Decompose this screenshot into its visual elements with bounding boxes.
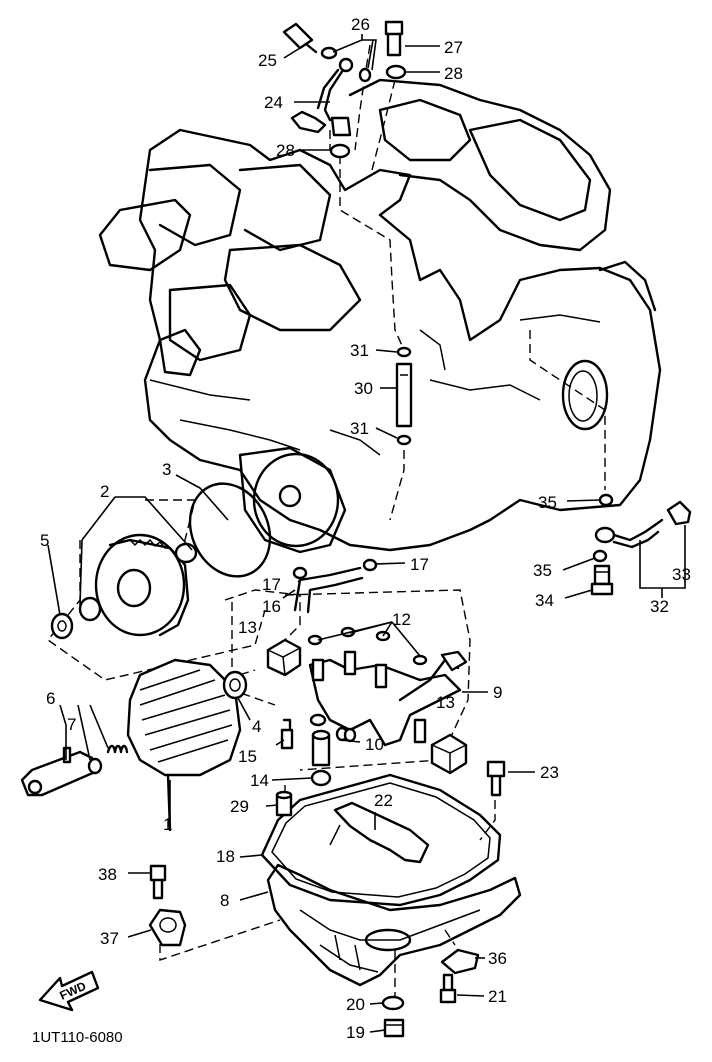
callout-23: 23 <box>540 763 559 782</box>
callout-9: 9 <box>493 683 502 702</box>
callout-28b: 28 <box>276 141 295 160</box>
part-12-o-rings <box>307 626 428 666</box>
engine-block <box>98 78 662 554</box>
callout-7: 7 <box>67 715 76 734</box>
callout-labels: 1 2 3 4 5 6 7 8 9 10 12 13 13 14 15 16 1… <box>40 15 691 1042</box>
part-30-pipe <box>395 362 413 428</box>
part-2-oil-filter <box>78 533 198 637</box>
part-18-gasket <box>260 773 502 907</box>
callout-36: 36 <box>488 949 507 968</box>
callout-27: 27 <box>444 38 463 57</box>
callout-28a: 28 <box>444 64 463 83</box>
part-23-bolt <box>486 760 506 797</box>
callout-2: 2 <box>100 482 109 501</box>
part-24-oil-pipe <box>290 57 354 137</box>
callout-22: 22 <box>374 791 393 810</box>
part-15-plug <box>280 718 294 750</box>
callout-12: 12 <box>392 610 411 629</box>
part-16-hose <box>293 566 364 614</box>
callout-38: 38 <box>98 865 117 884</box>
callout-6: 6 <box>46 689 55 708</box>
callout-33: 33 <box>672 565 691 584</box>
diagram-code: 1UT110-6080 <box>32 1029 123 1046</box>
callout-3: 3 <box>162 460 171 479</box>
part-28-washers <box>329 64 407 159</box>
part-25-bolt <box>282 22 318 54</box>
callout-34: 34 <box>535 591 554 610</box>
callout-18: 18 <box>216 847 235 866</box>
part-9-strainer <box>308 650 468 747</box>
callout-31b: 31 <box>350 419 369 438</box>
part-7-spring-and-ring <box>87 744 129 775</box>
part-22-baffle-plate <box>329 801 430 864</box>
part-27-union-bolt <box>384 20 404 57</box>
callout-35b: 35 <box>533 561 552 580</box>
callout-24: 24 <box>264 93 283 112</box>
forward-direction-arrow: FWD <box>38 970 100 1012</box>
callout-37: 37 <box>100 929 119 948</box>
callout-13b: 13 <box>436 693 455 712</box>
callout-25: 25 <box>258 51 277 70</box>
part-29-dowel <box>275 790 293 817</box>
part-31-o-rings <box>396 346 412 446</box>
part-17-o-rings <box>292 558 378 580</box>
callout-31a: 31 <box>350 341 369 360</box>
part-37-bracket <box>148 908 187 947</box>
callout-29: 29 <box>230 797 249 816</box>
part-36-plate <box>440 948 480 975</box>
callout-14: 14 <box>250 771 269 790</box>
part-26-o-rings <box>320 46 372 83</box>
callout-32: 32 <box>650 597 669 616</box>
callout-30: 30 <box>354 379 373 398</box>
callout-17a: 17 <box>262 575 281 594</box>
part-14-pipe <box>310 729 332 787</box>
callout-26: 26 <box>351 15 370 34</box>
part-3-o-ring <box>188 482 272 578</box>
part-6-relief-valve <box>20 746 97 797</box>
part-32-pipe <box>594 518 664 549</box>
part-33-cap <box>666 500 692 526</box>
callout-8: 8 <box>220 891 229 910</box>
callout-21: 21 <box>488 987 507 1006</box>
part-38-bolt <box>149 864 167 900</box>
leader-lines <box>47 34 686 1033</box>
callout-20: 20 <box>346 995 365 1014</box>
part-21-bolt <box>439 973 457 1004</box>
part-13-blocks <box>266 638 468 775</box>
callout-35a: 35 <box>538 493 557 512</box>
part-19-drain-bolt <box>383 1018 405 1038</box>
callout-15: 15 <box>238 747 257 766</box>
dashed-assembly-lines <box>46 44 606 1010</box>
callout-16: 16 <box>262 597 281 616</box>
callout-17b: 17 <box>410 555 429 574</box>
callout-13a: 13 <box>238 618 257 637</box>
part-20-washer <box>381 995 405 1011</box>
callout-10: 10 <box>365 735 384 754</box>
part-5-washer <box>50 612 74 640</box>
callout-4: 4 <box>252 717 261 736</box>
callout-1: 1 <box>163 815 172 834</box>
part-1-filter-cover <box>126 658 242 832</box>
callout-19: 19 <box>346 1023 365 1042</box>
part-34-bolt <box>590 564 614 596</box>
part-4-o-ring <box>222 670 248 700</box>
callout-5: 5 <box>40 531 49 550</box>
part-8-oil-pan <box>266 863 522 987</box>
